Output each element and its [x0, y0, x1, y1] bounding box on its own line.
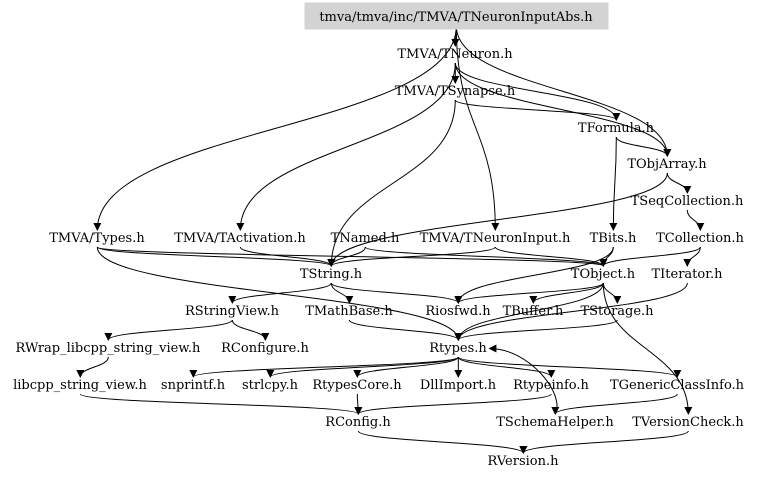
edge-root-to-tneuroninput [455, 25, 500, 231]
edge-tbits-to-tobject [599, 246, 614, 267]
node-libcpp[interactable]: libcpp_string_view.h [13, 378, 147, 393]
edge-tcollection-to-titerator [683, 246, 701, 267]
edge-titerator-to-rtypes [454, 282, 688, 341]
node-tstorage[interactable]: TStorage.h [580, 304, 654, 319]
edge-types-to-tstring [96, 246, 336, 267]
node-rwrap[interactable]: RWrap_libcpp_string_view.h [16, 341, 202, 356]
node-rtypescore[interactable]: RtypesCore.h [312, 378, 402, 393]
edge-tsynapse-to-tformula [454, 99, 621, 121]
node-tgenericclassinfo[interactable]: TGenericClassInfo.h [610, 378, 745, 393]
edge-tobject-to-tversioncheck [602, 282, 693, 415]
node-tversioncheck[interactable]: TVersionCheck.h [632, 415, 744, 430]
edge-rtypes-to-snprintf [189, 356, 459, 378]
edge-types-to-tobject [96, 246, 607, 267]
edge-tneuron-to-tactivation [236, 62, 456, 231]
node-rtypeinfo[interactable]: Rtypeinfo.h [513, 378, 589, 393]
edge-tobject-to-riosfwd [454, 282, 604, 304]
edges-layer [76, 25, 705, 454]
node-strlcpy[interactable]: strlcpy.h [242, 378, 299, 393]
edge-tneuroninput-to-tstring [327, 246, 496, 267]
nodes-layer: tmva/tmva/inc/TMVA/TNeuronInputAbs.h TMV… [13, 2, 745, 469]
edge-tobject-to-rtypes [454, 282, 604, 341]
edge-rtypeinfo-to-rconfig [354, 393, 552, 415]
node-snprintf[interactable]: snprintf.h [161, 378, 226, 393]
edge-tformula-to-tobjarray [615, 136, 672, 157]
node-root[interactable]: tmva/tmva/inc/TMVA/TNeuronInputAbs.h [319, 10, 593, 25]
node-tformula[interactable]: TFormula.h [578, 121, 655, 136]
node-rconfig[interactable]: RConfig.h [325, 415, 391, 430]
node-tneuroninput[interactable]: TMVA/TNeuronInput.h [420, 231, 571, 246]
edge-tobject-to-tbuffer [529, 282, 604, 304]
edge-rtypescore-to-rconfig [354, 393, 363, 415]
edge-tseqcollection-to-tcollection [686, 209, 705, 231]
node-rversion[interactable]: RVersion.h [488, 454, 560, 469]
node-tbits[interactable]: TBits.h [590, 231, 637, 246]
edge-tbits-to-riosfwd [454, 246, 614, 304]
node-tactivation[interactable]: TMVA/TActivation.h [174, 231, 306, 246]
edge-rstringview-to-rwrap [104, 319, 233, 341]
edge-tgenericclassinfo-to-tschemahelper [551, 393, 678, 415]
node-rtypes[interactable]: Rtypes.h [429, 341, 487, 356]
edge-rtypes-to-rtypeinfo [457, 356, 556, 378]
node-tobject[interactable]: TObject.h [571, 267, 636, 282]
node-rstringview[interactable]: RStringView.h [185, 304, 280, 319]
root-node-box [304, 2, 609, 30]
edge-tschemahelper-to-rtypes [488, 344, 558, 415]
node-titerator[interactable]: TIterator.h [651, 267, 723, 282]
edge-tversioncheck-to-rversion [519, 430, 689, 454]
edge-rconfig-to-rversion [357, 430, 528, 454]
node-tneuron[interactable]: TMVA/TNeuron.h [397, 47, 513, 62]
edge-tneuron-to-tobjarray [454, 62, 672, 157]
edge-rtypes-to-tgenericclassinfo [457, 356, 682, 378]
edge-rtypes-to-rtypescore [353, 356, 459, 378]
node-rconfigure[interactable]: RConfigure.h [221, 341, 309, 356]
edge-tnamed-to-tobject [364, 246, 608, 267]
edge-root-to-tobjarray [455, 25, 672, 157]
edge-rstringview-to-rconfigure [231, 319, 270, 341]
node-tseqcollection[interactable]: TSeqCollection.h [631, 194, 744, 209]
edge-tobjarray-to-tseqcollection [666, 172, 692, 194]
edge-libcpp-to-rconfig [79, 393, 363, 415]
edge-rtypes-to-strlcpy [266, 356, 459, 378]
edge-tstorage-to-rtypes [454, 319, 618, 341]
edge-tstring-to-rstringview [228, 282, 332, 304]
edge-tobjarray-to-tstring [327, 172, 668, 267]
edge-tactivation-to-tstring [239, 246, 336, 267]
node-tstring[interactable]: TString.h [300, 267, 363, 282]
edge-tmathbase-to-rtypes [348, 319, 463, 341]
edge-tformula-to-tbits [609, 136, 618, 231]
edge-tstring-to-tmathbase [330, 282, 354, 304]
node-tmathbase[interactable]: TMathBase.h [305, 304, 393, 319]
node-tnamed[interactable]: TNamed.h [331, 231, 400, 246]
edge-tstring-to-riosfwd [330, 282, 463, 304]
node-tobjarray[interactable]: TObjArray.h [627, 157, 707, 172]
node-tcollection[interactable]: TCollection.h [656, 231, 744, 246]
node-tschemahelper[interactable]: TSchemaHelper.h [496, 415, 614, 430]
edge-tneuroninput-to-tobject [494, 246, 608, 267]
edge-root-to-types [93, 25, 457, 231]
edge-tcollection-to-tobject [599, 246, 701, 267]
node-tbuffer[interactable]: TBuffer.h [503, 304, 564, 319]
edge-tneuron-to-tformula [454, 62, 621, 121]
edge-tsynapse-to-tstring [327, 99, 456, 267]
node-dllimport[interactable]: DllImport.h [420, 378, 497, 393]
node-tsynapse[interactable]: TMVA/TSynapse.h [395, 84, 516, 99]
edge-rwrap-to-libcpp [76, 356, 109, 378]
node-types[interactable]: TMVA/Types.h [49, 231, 145, 246]
node-riosfwd[interactable]: Riosfwd.h [425, 304, 491, 319]
